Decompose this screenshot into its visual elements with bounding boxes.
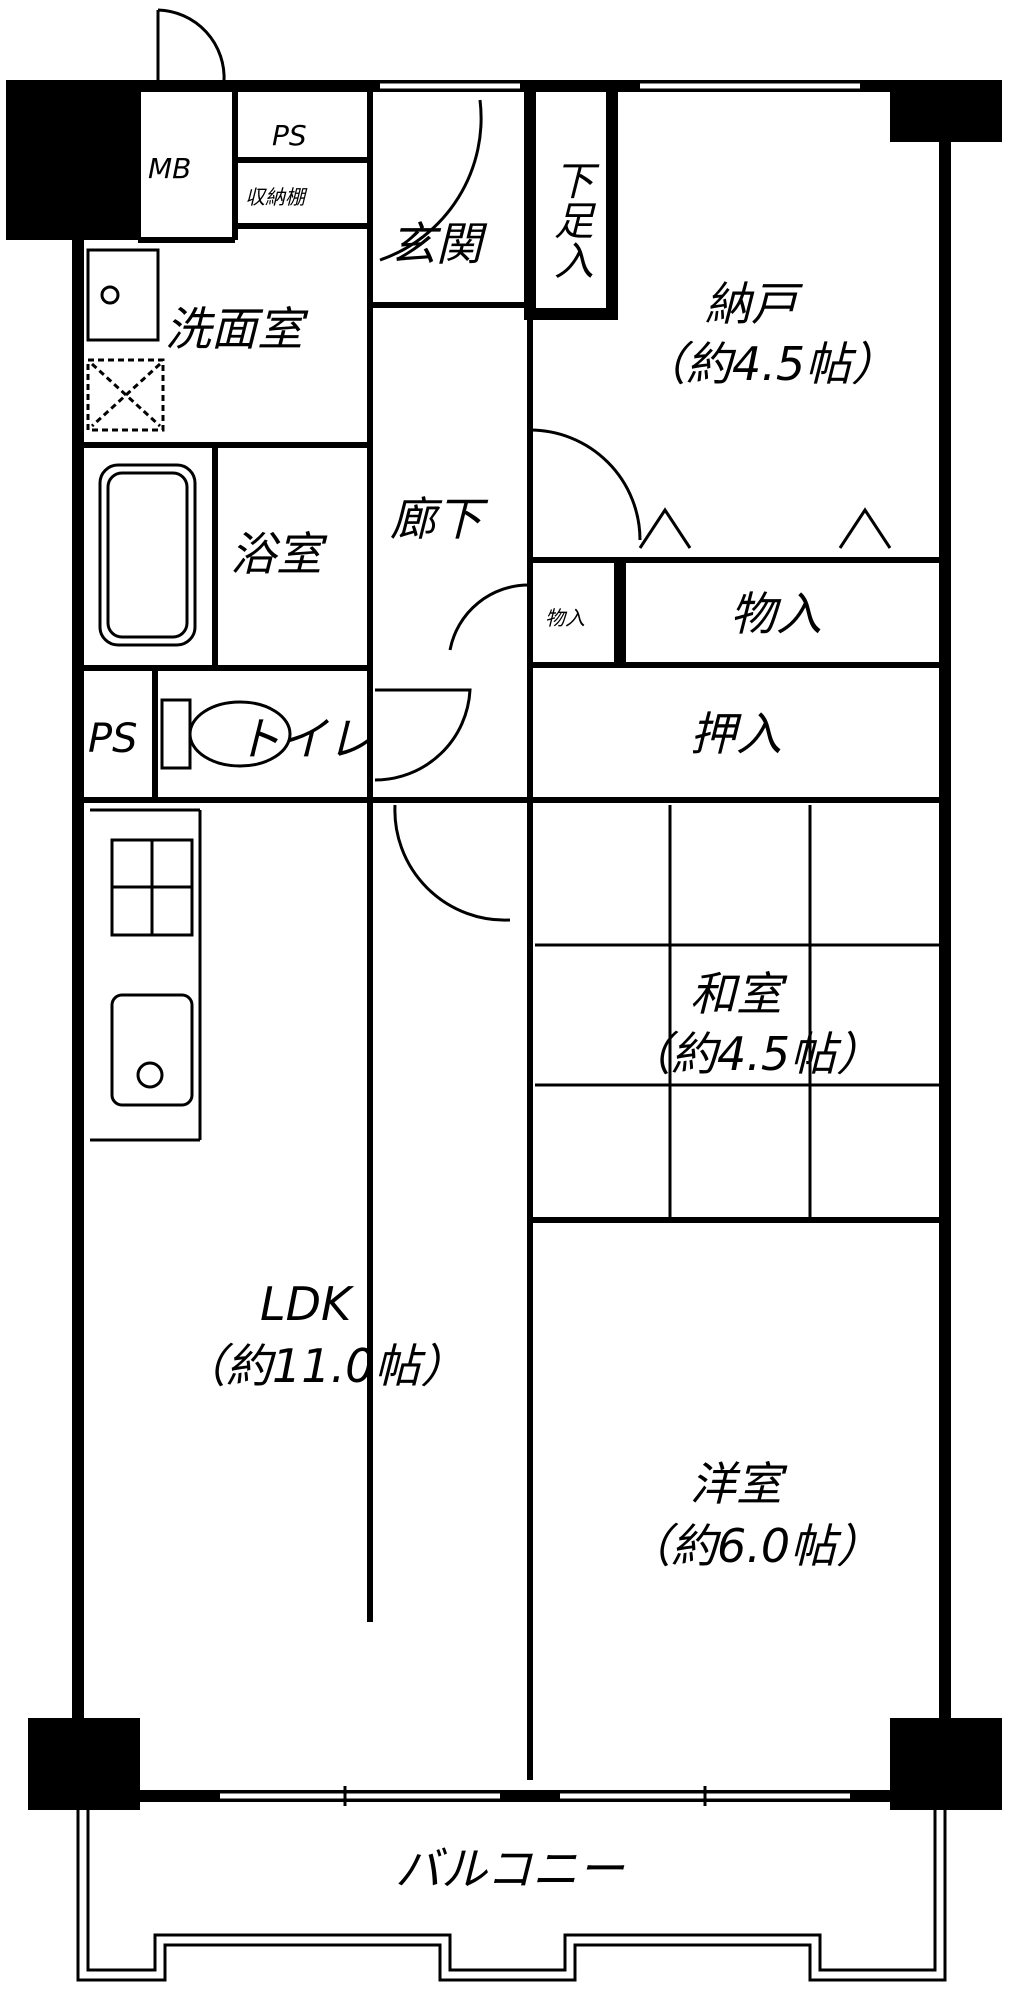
label-storage-small: 収納棚 <box>245 185 308 209</box>
label-oshiire: 押入 <box>690 707 782 761</box>
label-rouka: 廊下 <box>390 492 489 546</box>
label-ldk: LDK <box>260 1277 355 1331</box>
top-windows <box>380 80 860 92</box>
label-washitsu: 和室 <box>690 967 788 1021</box>
closet-marks <box>638 507 892 549</box>
label-geta: 下足入 <box>547 160 593 280</box>
washing-machine-icon <box>86 358 165 432</box>
label-balcony: バルコニー <box>395 1842 625 1896</box>
pillar-top-left <box>6 80 138 240</box>
stove-icon <box>110 838 194 937</box>
label-youshitsu-size: （約6.0帖） <box>625 1519 882 1573</box>
entrance-door <box>156 8 226 83</box>
label-ps-top: PS <box>272 119 307 152</box>
bottom-windows <box>220 1786 850 1806</box>
label-monoire: 物入 <box>730 587 822 641</box>
pillar-bottom-left <box>28 1718 140 1810</box>
washbasin-icon <box>86 248 160 342</box>
pillar-bottom-right <box>890 1718 1002 1810</box>
label-ps-toilet: PS <box>88 716 138 762</box>
bathtub-icon <box>98 463 197 647</box>
label-nando-size: （約4.5帖） <box>640 337 897 391</box>
label-yoku: 浴室 <box>230 527 328 581</box>
label-monoire-small: 物入 <box>545 606 585 630</box>
balcony-outline <box>76 1810 947 1982</box>
doors <box>374 99 642 922</box>
label-youshitsu: 洋室 <box>690 1457 788 1511</box>
label-toilet: トイレ <box>235 712 373 766</box>
toilet-icon <box>160 698 292 770</box>
label-genkan: 玄関 <box>390 217 488 271</box>
pillar-top-right <box>890 80 1002 142</box>
label-washitsu-size: （約4.5帖） <box>625 1027 882 1081</box>
label-ldk-size: （約11.0帖） <box>180 1339 466 1393</box>
sink-icon <box>110 993 194 1107</box>
label-senmen: 洗面室 <box>165 302 309 356</box>
interior-walls <box>78 86 945 1780</box>
tatami-lines <box>535 805 945 1220</box>
label-mb: MB <box>148 152 191 185</box>
label-nando: 納戸 <box>705 277 803 331</box>
